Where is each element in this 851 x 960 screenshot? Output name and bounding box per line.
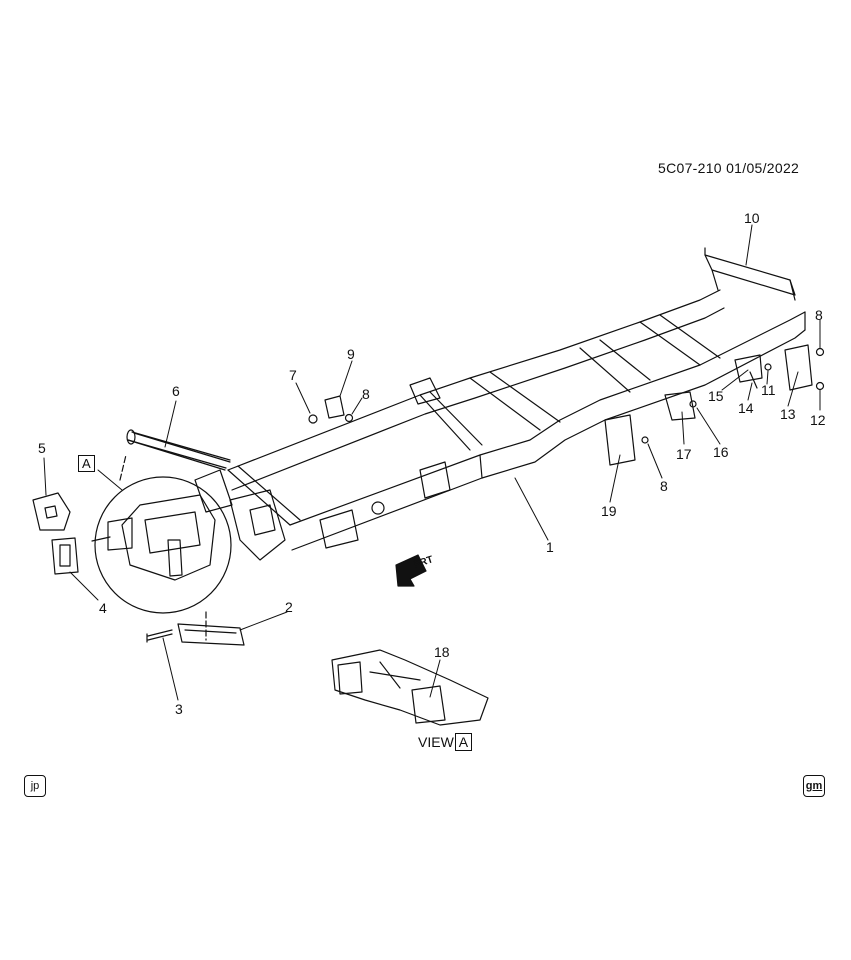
callout-13: 13: [780, 406, 796, 422]
callout-7: 7: [289, 367, 297, 383]
view-label-letter: A: [454, 733, 473, 751]
callout-17: 17: [676, 446, 692, 462]
jp-badge-text: jp: [30, 780, 40, 792]
view-a-detail-circle: [91, 454, 232, 641]
gm-badge-text: gm: [805, 780, 823, 792]
callout-8-upper: 8: [362, 386, 370, 402]
front-direction-arrow: [395, 554, 427, 587]
callout-11: 11: [761, 382, 776, 398]
callout-12: 12: [810, 412, 826, 428]
callout-4: 4: [99, 600, 107, 616]
callout-leaders: [43, 224, 821, 701]
diagram-reference: 5C07-210 01/05/2022: [658, 160, 800, 176]
part-2-skid: [177, 623, 245, 646]
callout-16: 16: [713, 444, 729, 460]
gm-logo-icon: gm: [803, 775, 825, 797]
callout-3: 3: [175, 701, 183, 717]
callout-8-right: 8: [815, 307, 823, 323]
jp-badge: jp: [24, 775, 46, 797]
frame-rails: [126, 247, 825, 551]
callout-18: 18: [434, 644, 450, 660]
view-a-marker: A: [78, 455, 95, 472]
callout-5: 5: [38, 440, 46, 456]
callout-14: 14: [738, 400, 754, 416]
callout-8-lower: 8: [660, 478, 668, 494]
front-suspension-cluster: [194, 469, 286, 561]
part-3-bolt: [146, 629, 173, 643]
callout-9: 9: [347, 346, 355, 362]
part-6-tube: [127, 431, 231, 469]
callout-1: 1: [546, 539, 554, 555]
callout-19: 19: [601, 503, 617, 519]
callout-15: 15: [708, 388, 724, 404]
view-label-prefix: VIEW: [418, 734, 454, 750]
callout-2: 2: [285, 599, 293, 615]
part-18-crossmember: [331, 649, 489, 726]
callout-10: 10: [744, 210, 760, 226]
part-4-plate: [51, 537, 79, 575]
part-5-bracket: [32, 492, 71, 531]
callout-6: 6: [172, 383, 180, 399]
